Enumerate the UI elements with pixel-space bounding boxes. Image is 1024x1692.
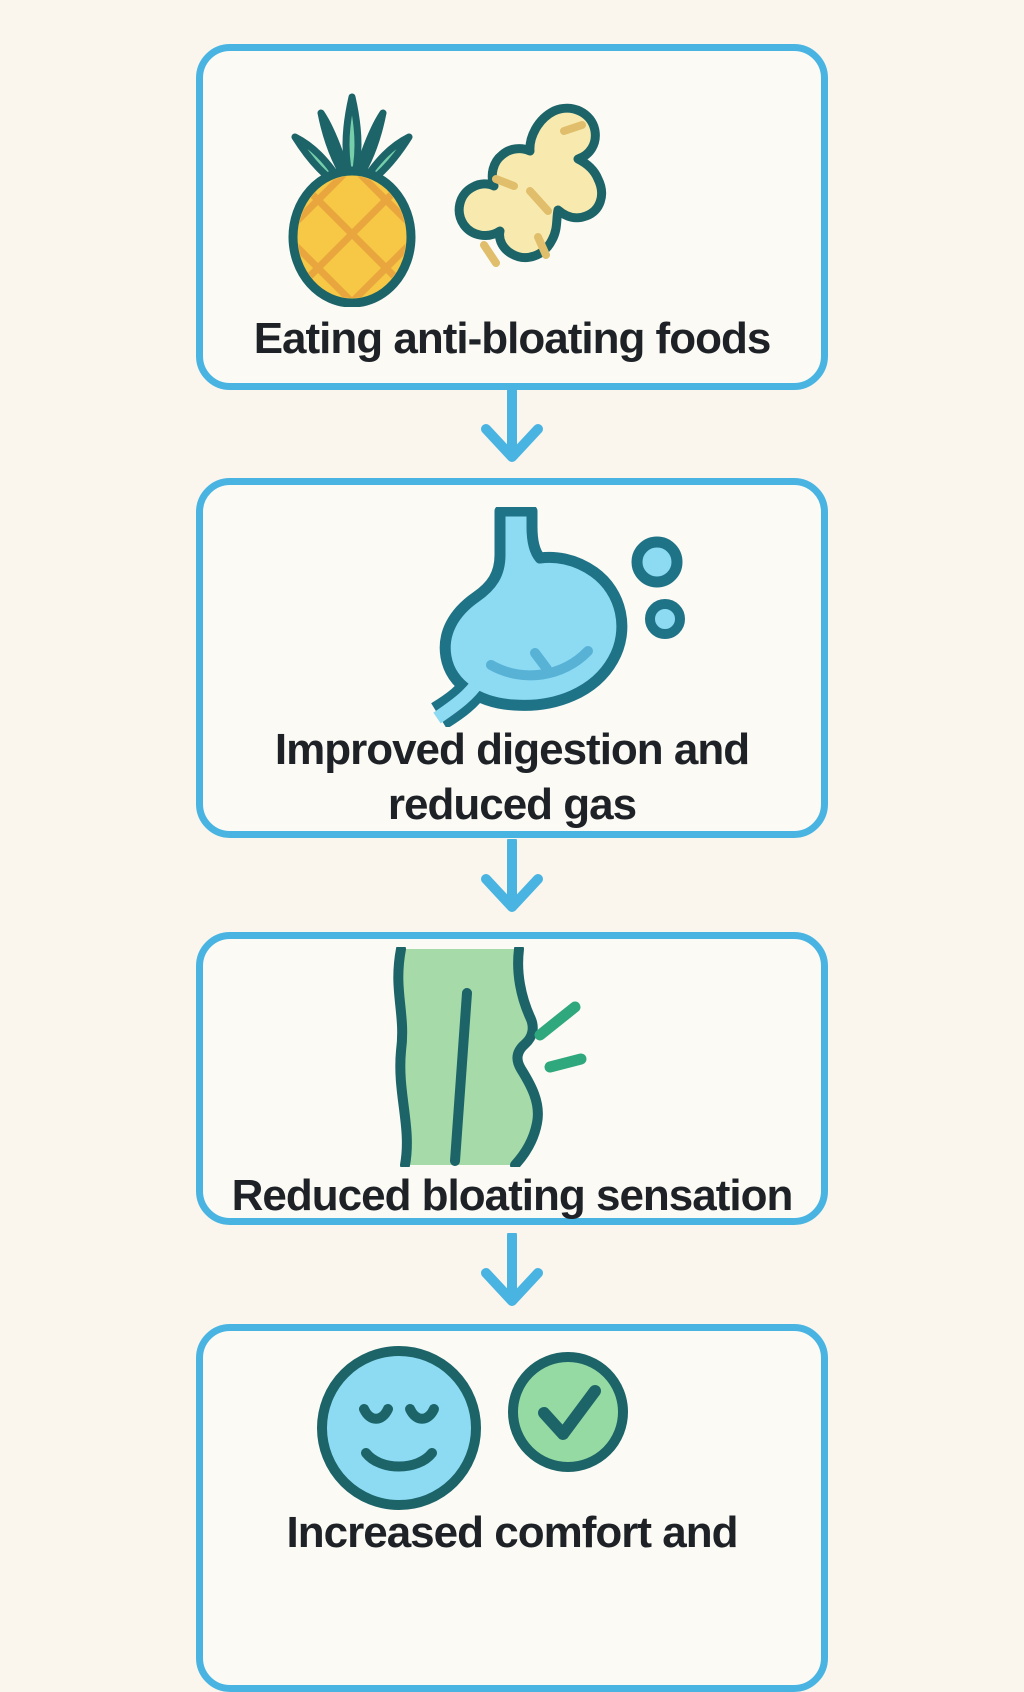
- calm-face-icon: [317, 1346, 481, 1510]
- belly-profile-icon: [393, 947, 587, 1167]
- stomach-fold-lines: [486, 646, 593, 681]
- step-box-eating-foods: Eating anti-bloating foods: [196, 44, 828, 390]
- stomach-icon: [431, 507, 685, 727]
- flowchart-canvas: Eating anti-bloating foods Improved dige…: [196, 44, 828, 1692]
- gas-bubbles-icon: [631, 536, 685, 639]
- step-label: Improved digestion and reduced gas: [274, 725, 750, 829]
- step-box-increased-comfort: Increased comfort and: [196, 1324, 828, 1692]
- comfort-icons: [317, 1346, 628, 1510]
- ginger-root-icon: [454, 103, 606, 267]
- step-label: Eating anti-bloating foods: [253, 314, 772, 363]
- flow-arrow-down-icon: [481, 1233, 543, 1306]
- step-box-improved-digestion: Improved digestion and reduced gas: [196, 478, 828, 838]
- step-label: Increased comfort and: [286, 1508, 739, 1557]
- step-box-reduced-bloating: Reduced bloating sensation: [196, 932, 828, 1225]
- step-label: Reduced bloating sensation: [231, 1171, 794, 1220]
- pineapple-icon: [288, 93, 416, 307]
- check-circle-icon: [508, 1352, 628, 1472]
- relief-lines-icon: [534, 1001, 587, 1073]
- flow-arrow-down-icon: [481, 389, 543, 462]
- flow-arrow-down-icon: [481, 839, 543, 912]
